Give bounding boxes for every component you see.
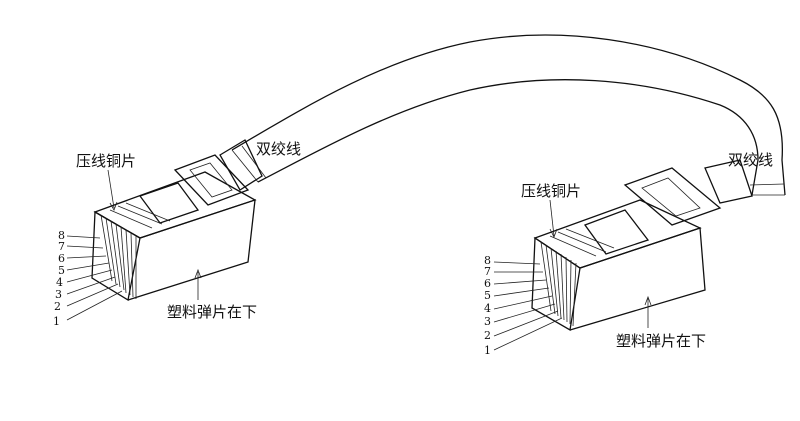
crimp-contacts-label-right: 压线铜片 [521, 182, 582, 200]
left-pin-5: 5 [58, 264, 65, 277]
left-pin-7: 7 [58, 240, 65, 253]
left-rj45-connector [66, 154, 257, 321]
left-pin-1: 1 [53, 315, 60, 328]
left-pin-2: 2 [54, 300, 61, 313]
right-pin-1: 1 [484, 344, 491, 357]
twisted-pair-cable [219, 34, 786, 204]
right-pin-7: 7 [484, 265, 491, 278]
right-pin-8: 8 [484, 254, 491, 267]
crimp-contacts-label-left: 压线铜片 [76, 152, 137, 170]
plastic-latch-label-left: 塑料弹片在下 [167, 303, 258, 321]
left-pin-8: 8 [58, 229, 65, 242]
right-rj45-connector [493, 167, 722, 351]
left-pin-3: 3 [55, 288, 62, 301]
right-pin-6: 6 [484, 277, 491, 290]
right-pin-2: 2 [484, 329, 491, 342]
plastic-latch-label-right: 塑料弹片在下 [616, 332, 707, 350]
left-pin-6: 6 [58, 252, 65, 265]
right-pin-5: 5 [484, 289, 491, 302]
right-pin-4: 4 [484, 302, 491, 315]
twisted-pair-label-right: 双绞线 [728, 151, 774, 169]
left-pin-4: 4 [56, 276, 63, 289]
twisted-pair-label-left: 双绞线 [256, 140, 302, 158]
right-pin-3: 3 [484, 315, 491, 328]
